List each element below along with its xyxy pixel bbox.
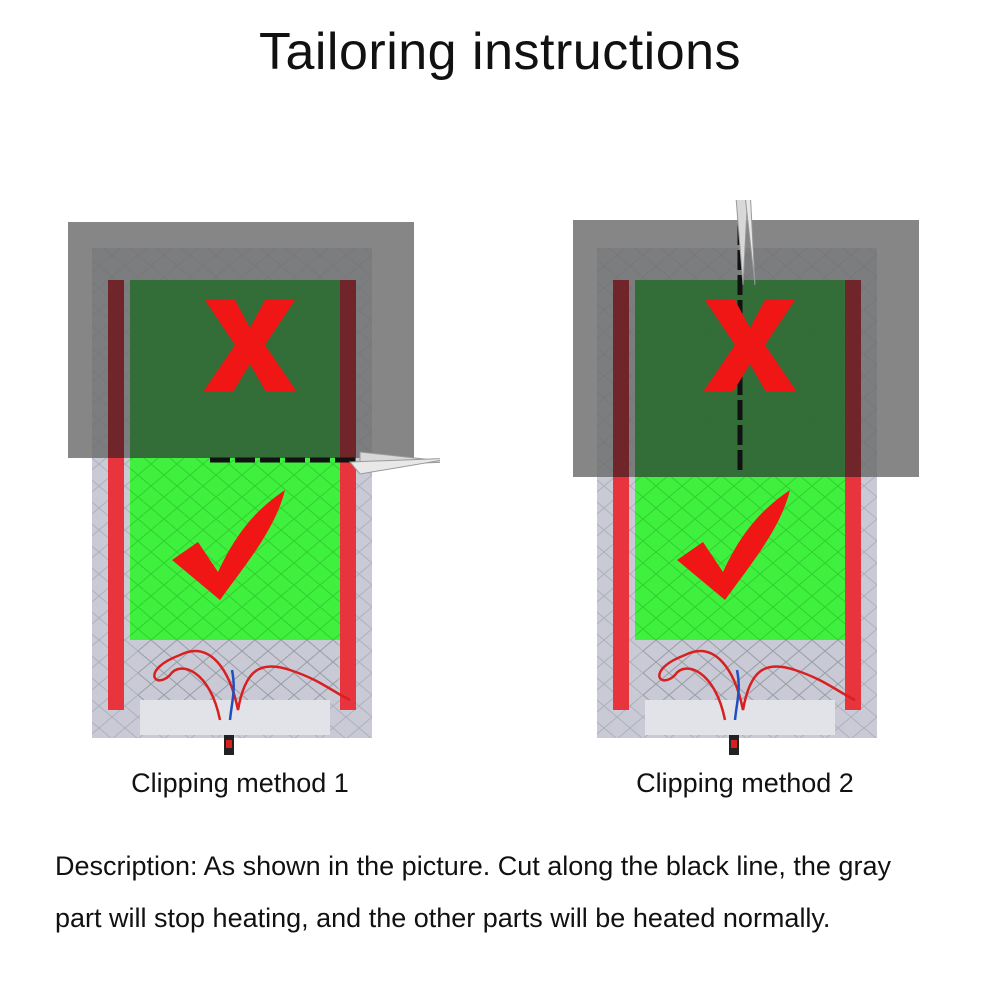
page-title: Tailoring instructions xyxy=(258,23,742,81)
cross-mark-icon xyxy=(203,300,297,392)
check-mark-icon xyxy=(172,490,285,600)
clipping-method-1-diagram xyxy=(60,200,440,760)
description-line-2: part will stop heating, and the other pa… xyxy=(55,903,831,933)
description-line-1: Description: As shown in the picture. Cu… xyxy=(55,851,891,881)
cross-mark-icon xyxy=(703,300,797,392)
clipping-method-2-caption: Clipping method 2 xyxy=(636,768,854,798)
description: Description: As shown in the picture. Cu… xyxy=(55,840,975,944)
clipping-method-2-diagram xyxy=(565,200,945,760)
scissors-icon xyxy=(735,200,756,286)
check-mark-icon xyxy=(677,490,790,600)
clipping-method-1-caption: Clipping method 1 xyxy=(131,768,349,798)
gray-cut-off-region xyxy=(68,222,414,458)
scissors-icon xyxy=(348,451,440,475)
